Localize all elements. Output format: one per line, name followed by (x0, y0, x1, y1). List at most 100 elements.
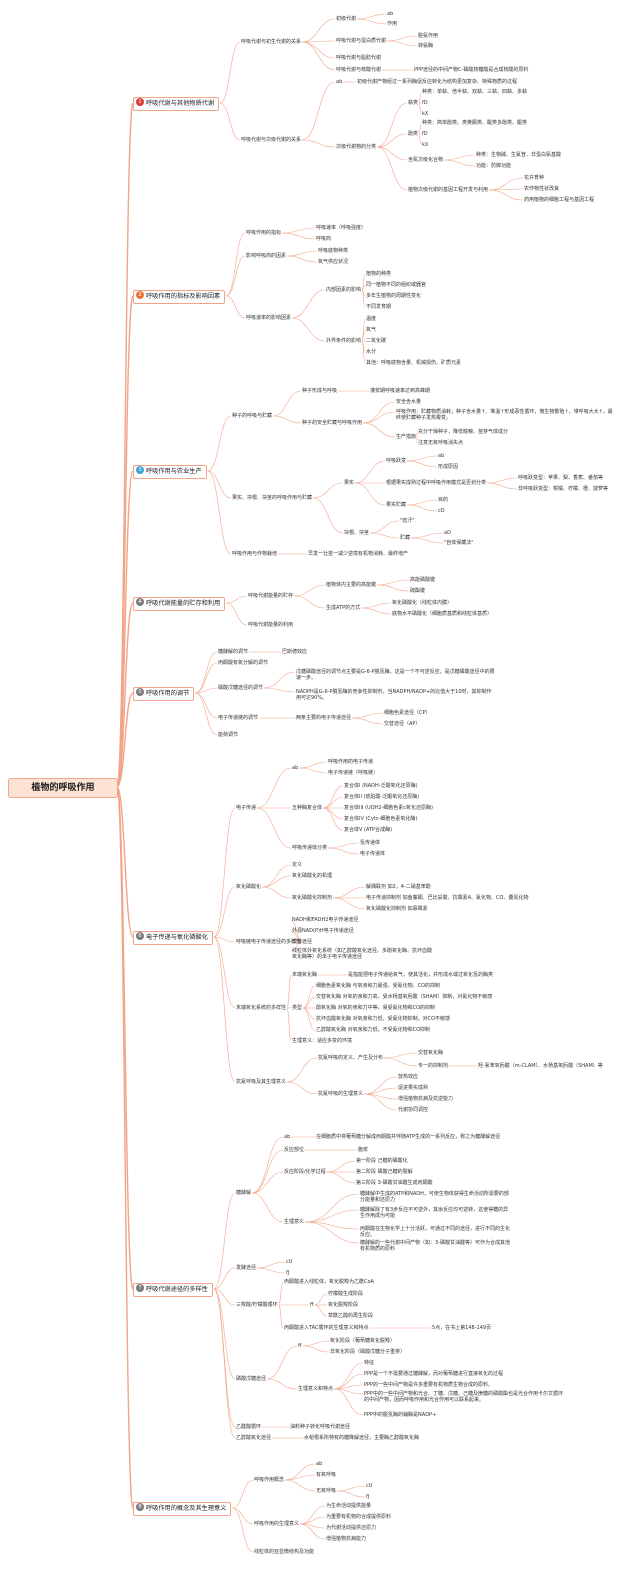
connector-line (333, 1362, 364, 1390)
connector-line (302, 1007, 316, 1031)
connector-line (302, 40, 336, 43)
node-b3b1c: 果实贮藏 (386, 502, 407, 508)
node-b3a: 种子的呼吸与贮藏 (232, 413, 273, 419)
node-b7a3a: 第一阶段 己糖的磷酸化 (356, 1158, 408, 1164)
node-b3c: 呼吸作用与作物栽培 (232, 551, 278, 557)
node-b5d: 电子传递链的调节 (218, 715, 259, 721)
node-b1a2b: 转氨酶 (418, 43, 434, 49)
node-b6c2: 外源NAD(P)H电子传递途径 (292, 928, 354, 934)
node-b6a2a: 复合体I (NADH-泛醌氧化还原酶) (344, 783, 418, 789)
root-topic: 植物的呼吸作用 (8, 778, 118, 798)
node-b7a2: 反应部位 (284, 1147, 305, 1153)
node-b6a2c: 复合体III (UQH2-细胞色素c氧化还原酶) (344, 805, 434, 811)
node-b7c2: ff (310, 1302, 314, 1308)
node-b1b2b1: 种类：简单酚类、类黄酮类、醌类多酚类、醌类 (422, 120, 528, 126)
node-b1b2a1: 种类：单萜、倍半萜、双萜、三萜、四萜、多萜 (422, 89, 528, 95)
node-b1b2b2: fD (422, 131, 428, 137)
connector-line (299, 1505, 326, 1525)
connector-line (213, 936, 236, 943)
node-b4b: 呼吸代谢能量的利用 (248, 622, 294, 628)
node-b8b2: 为重要有机物的合成提供原料 (326, 1514, 392, 1520)
connector-line (213, 886, 236, 938)
connector-line (207, 470, 232, 499)
node-b2c1d: 不同发育期 (366, 304, 392, 310)
node-b3b1a2: 形成原因 (438, 464, 459, 470)
node-b7a2a: 胞浆 (358, 1147, 369, 1153)
node-b5c2: NADPH是G-6-P脱氢酶的竞争性抑制剂，当NADPH/NADP+的比值大于1… (296, 689, 492, 701)
connector-line (334, 1373, 364, 1390)
node-b3b1c1: 目的 (438, 497, 449, 503)
node-b6a2b: 复合体II (琥珀酸-泛醌氧化还原酶) (344, 794, 420, 800)
connector-line (305, 1221, 360, 1244)
connector-line (285, 1474, 316, 1481)
connector-line (195, 692, 218, 736)
connector-line (287, 250, 318, 257)
connector-line (314, 1293, 328, 1306)
node-b1b1a: 初级代谢产物经过一系列酶促反应转化为结构更加复杂、特殊物质的过程 (357, 79, 518, 85)
node-b7f1: 水稻根系所特有的糖降解途径，主要酶乙醇酸氧化酶 (304, 1435, 420, 1441)
connector-line (313, 482, 344, 499)
node-b2a1: 呼吸速率（呼吸强度） (316, 225, 367, 231)
connector-line (299, 761, 328, 769)
connector-line (489, 177, 524, 191)
connector-line (312, 497, 344, 534)
connector-line (287, 1081, 318, 1095)
node-b2c2b: 氧气 (366, 327, 377, 333)
connector-line (326, 1160, 356, 1173)
node-b6d2e: 乙醇酸氧化酶 对氧亲和力低，不受氰化物和CO抑制 (316, 1027, 431, 1033)
connector-line (361, 340, 366, 364)
connector-line (116, 692, 134, 788)
node-b6b3b: 电子传递抑制剂 如鱼藤酮、巴比妥酸、抗霉素A、氰化物、CO、叠氮化物 (366, 895, 529, 901)
node-b8a: 呼吸作用概念 (254, 1477, 285, 1483)
branch-number-badge: 1 (136, 98, 144, 106)
connector-line (287, 255, 318, 263)
node-b6e2b: 促进果实成熟 (398, 1085, 429, 1091)
node-b3a2b: 呼吸作用：贮藏物质消耗；种子含水量↑、堆温↑形成恶性循环，微生物繁殖↑，堆呼吸大… (396, 409, 613, 421)
node-b1b3b: 农作物性状改良 (524, 186, 560, 192)
connector-line (300, 1523, 326, 1540)
node-b2c2e: 其他：呼吸底物含量、机械损伤、矿质元素 (366, 360, 462, 366)
connector-line (411, 532, 444, 539)
connector-line (407, 455, 438, 462)
node-b4a2b: 底物水平磷酸化（细胞质基质和线粒体基质） (392, 611, 493, 617)
node-b1b2a: 萜类 (408, 100, 419, 106)
node-b8a3: 无氧呼吸 (316, 1488, 337, 1494)
node-b7a4: 生理意义 (284, 1219, 305, 1225)
node-b1b2c: 含氮次级化合物 (408, 157, 444, 163)
node-b7d2: 生理意义和特点 (298, 1386, 334, 1392)
node-b7a4a: 糖酵解中生成的ATP和NADH，可使生物体获得生命活动所需要的部分能量和还原力 (360, 1191, 509, 1203)
connector-line (333, 897, 366, 910)
node-b3a2c2: 注意无氧呼吸消失点 (418, 440, 464, 446)
node-b4a2: 生成ATP的方式 (326, 605, 361, 611)
connector-line (226, 295, 246, 319)
node-b6a3a: 氢传递体 (360, 840, 381, 846)
node-b6a1a: 呼吸作用的电子传递 (328, 759, 374, 765)
node-b6c4: 线粒体外氧化系统（如乙醇酸氧化途径、多酚氧化酶、抗坏血酸氧化酶等）的单子电子传递… (292, 948, 433, 960)
node-b7b: 发酵途径 (236, 1265, 257, 1271)
connector-line (256, 807, 292, 849)
connector-line (302, 139, 336, 148)
connector-line (418, 133, 422, 146)
node-b1b2: 次级代谢物的分类 (336, 144, 377, 150)
connector-line (364, 1093, 398, 1111)
branch-label: 呼吸作用的概念及其生理意义 (146, 1505, 227, 1512)
connector-line (444, 159, 476, 167)
node-b1a2: 呼吸代谢与蛋白质代谢 (336, 38, 387, 44)
node-b7a3b: 第二阶段 磷酸己糖的裂解 (356, 1169, 413, 1175)
connector-line (363, 422, 396, 438)
node-b8a3a: cU (366, 1483, 373, 1489)
node-b6d2: 类型 (292, 1005, 303, 1011)
connector-line (213, 936, 236, 1009)
connector-line (273, 415, 302, 424)
node-b3a1a: 灌浆期呼吸速率达到高峰期 (370, 388, 431, 394)
node-b8b4: 增强植物抗病能力 (326, 1536, 367, 1542)
branch-label: 呼吸作用的调节 (146, 690, 190, 697)
node-b7c2c: 草酰乙酸的再生阶段 (328, 1313, 374, 1319)
connector-line (328, 842, 360, 849)
node-b6b2: 氧化磷酸化的机理 (292, 873, 333, 879)
node-b3b1b: 根据果实成熟过程中呼吸作用模式是否划分类 (386, 480, 487, 486)
node-b2c2a: 温度 (366, 316, 377, 322)
node-b7a1: ab (284, 1134, 291, 1140)
connector-line (299, 767, 328, 774)
